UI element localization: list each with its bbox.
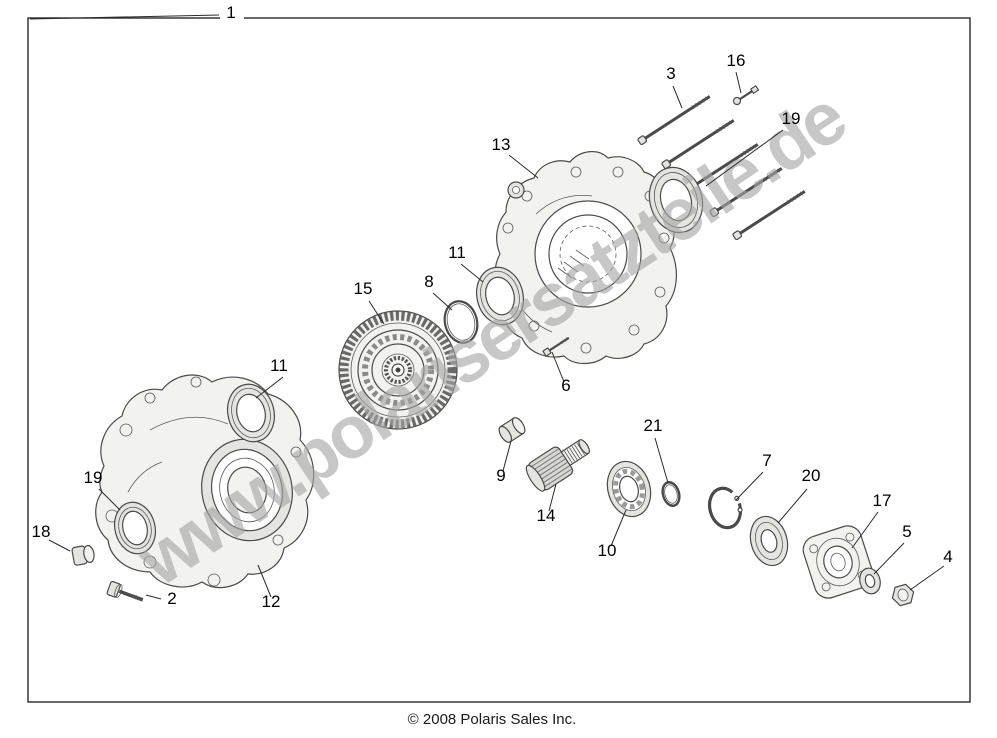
part-ring-gear <box>338 310 458 430</box>
part-pinion-gear <box>525 439 591 492</box>
callout-13: 13 <box>492 135 511 154</box>
callout-12: 12 <box>262 592 281 611</box>
callout-7: 7 <box>762 451 771 470</box>
callout-16: 16 <box>727 51 746 70</box>
part-seal-front <box>114 501 156 555</box>
copyright-text: © 2008 Polaris Sales Inc. <box>408 711 577 728</box>
callout-5: 5 <box>902 522 911 541</box>
part-o-ring <box>443 300 479 344</box>
callout-2: 2 <box>167 589 176 608</box>
assembly-border <box>27 17 971 703</box>
part-spacer <box>498 417 526 443</box>
part-vent-fitting <box>732 85 760 106</box>
callout-11-upper: 11 <box>448 243 466 262</box>
callout-11-lower: 11 <box>270 356 288 375</box>
part-gearcase-cover <box>494 151 677 365</box>
part-nut <box>891 583 915 607</box>
callout-19-left: 19 <box>84 468 103 487</box>
part-small-o-ring <box>661 481 681 507</box>
callout-19-right: 19 <box>782 109 801 128</box>
callout-1: 1 <box>226 3 235 22</box>
part-drain-bolt <box>106 580 144 602</box>
callout-9: 9 <box>496 466 505 485</box>
part-bearing <box>606 460 652 518</box>
callout-20: 20 <box>802 466 821 485</box>
callout-1-backing <box>220 4 244 20</box>
part-snap-ring <box>707 486 743 530</box>
callout-21: 21 <box>644 416 663 435</box>
part-shield-washer <box>749 515 789 567</box>
part-small-bolt <box>542 336 570 357</box>
callout-17: 17 <box>873 491 892 510</box>
callout-numbers: 1 2 3 4 5 6 7 8 9 10 11 11 12 13 14 15 1… <box>32 3 953 611</box>
part-seal-rear <box>648 166 704 234</box>
part-plug <box>71 544 95 566</box>
callout-10: 10 <box>598 541 617 560</box>
callout-3: 3 <box>666 64 675 83</box>
callout-14: 14 <box>537 506 556 525</box>
callout-15: 15 <box>354 279 373 298</box>
leader-lines <box>29 14 945 600</box>
callout-4: 4 <box>943 547 952 566</box>
part-seal-upper <box>476 266 524 326</box>
callout-8: 8 <box>424 272 433 291</box>
part-seal-lower <box>227 383 275 443</box>
callout-6: 6 <box>561 376 570 395</box>
part-washer <box>859 567 881 595</box>
callout-18: 18 <box>32 522 51 541</box>
